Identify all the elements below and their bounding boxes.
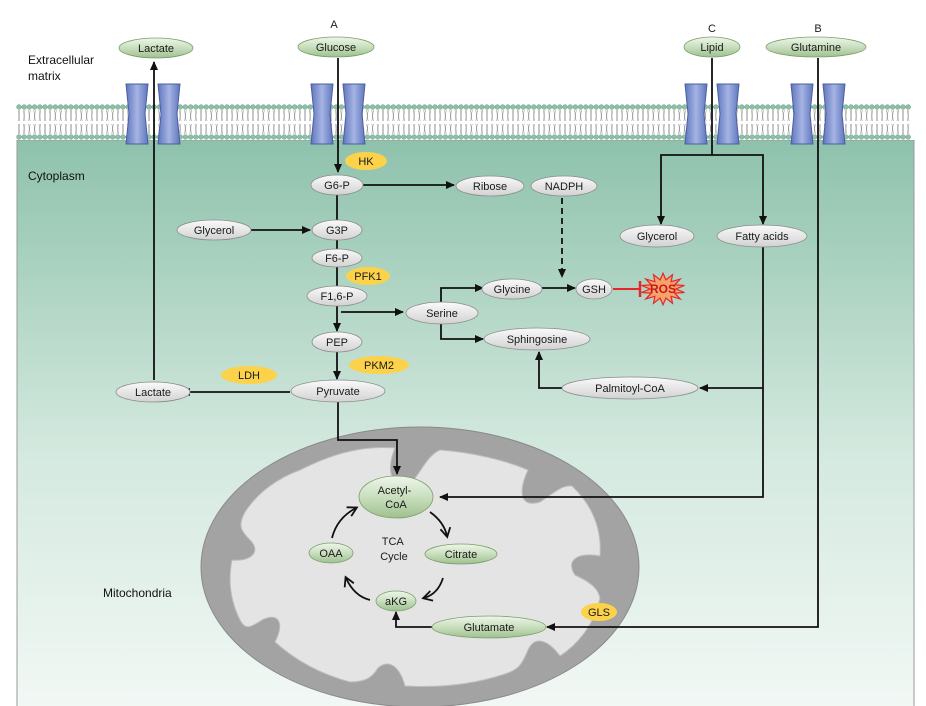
transporter-glucose	[310, 83, 366, 145]
svg-text:Lactate: Lactate	[138, 43, 174, 55]
svg-text:Glucose: Glucose	[316, 42, 356, 54]
node-g3p: G3P	[311, 219, 363, 241]
node-lipid: Lipid	[683, 36, 741, 58]
label-mitochondria: Mitochondria	[103, 586, 172, 600]
svg-text:Fatty acids: Fatty acids	[735, 231, 789, 243]
node-akg: aKG	[375, 590, 417, 612]
node-f16p: F1,6-P	[306, 285, 368, 307]
node-gsh: GSH	[575, 278, 613, 300]
svg-text:Lactate: Lactate	[135, 387, 171, 399]
svg-text:Pyruvate: Pyruvate	[316, 386, 359, 398]
node-ribose: Ribose	[455, 175, 525, 197]
svg-text:Lipid: Lipid	[700, 42, 723, 54]
svg-text:Palmitoyl-CoA: Palmitoyl-CoA	[595, 383, 665, 395]
svg-text:GLS: GLS	[588, 607, 610, 619]
pathway-letter-c: C	[708, 23, 716, 35]
transporter-glutamine	[790, 83, 846, 145]
arrow-pyruvate-to-acetylcoa	[337, 402, 401, 475]
arrow-acetylcoa-to-citrate	[429, 511, 452, 539]
pathway-connectors	[150, 58, 819, 631]
node-pep: PEP	[311, 331, 363, 353]
svg-text:Serine: Serine	[426, 308, 458, 320]
enzyme-ldh: LDH	[221, 366, 277, 384]
svg-text:F1,6-P: F1,6-P	[320, 291, 353, 303]
ros-burst: ROS	[641, 271, 685, 307]
node-g6p: G6-P	[310, 174, 364, 196]
ros-label: ROS	[650, 282, 676, 296]
node-lactate-in: Lactate	[115, 381, 191, 403]
pathway-letter-b: B	[814, 23, 821, 35]
pathway-letter-a: A	[330, 19, 338, 31]
node-glucose: Glucose	[297, 36, 375, 58]
svg-text:LDH: LDH	[238, 370, 260, 382]
node-glutamine: Glutamine	[765, 36, 867, 58]
node-sphingosine: Sphingosine	[483, 327, 591, 351]
arrow-akg-to-oaa	[343, 575, 371, 601]
arrow-oaa-to-acetylcoa	[331, 506, 359, 539]
svg-text:PKM2: PKM2	[364, 360, 394, 372]
tca-cycle-label: TCA Cycle	[380, 536, 408, 563]
arrow-lipid-to-fattyacids	[712, 154, 767, 225]
svg-text:G6-P: G6-P	[324, 180, 350, 192]
svg-text:Glutamine: Glutamine	[791, 42, 841, 54]
cell-membrane	[16, 103, 914, 140]
enzyme-gls: GLS	[581, 603, 617, 621]
arrow-glutamate-to-akg	[392, 611, 432, 628]
node-serine: Serine	[405, 301, 479, 325]
enzyme-pfk1: PFK1	[346, 267, 390, 285]
svg-text:HK: HK	[358, 156, 374, 168]
node-f6p: F6-P	[311, 248, 363, 268]
node-palmitoyl-coa: Palmitoyl-CoA	[561, 376, 699, 400]
node-acetyl-coa: Acetyl- CoA	[358, 475, 434, 519]
svg-text:Glycerol: Glycerol	[637, 231, 677, 243]
arrow-palmitoylcoa-to-sphingosine	[535, 351, 562, 389]
tca-cycle-arrows	[331, 506, 452, 602]
node-glycerol-left: Glycerol	[176, 219, 252, 241]
svg-text:Glycine: Glycine	[494, 284, 531, 296]
svg-text:Acetyl- CoA: Acetyl- CoA	[378, 485, 415, 511]
node-pyruvate: Pyruvate	[290, 379, 386, 403]
label-extracellular-matrix: Extracellular matrix	[28, 53, 97, 83]
node-fatty-acids: Fatty acids	[716, 224, 808, 248]
svg-text:Ribose: Ribose	[473, 181, 507, 193]
svg-text:NADPH: NADPH	[545, 181, 584, 193]
svg-text:GSH: GSH	[582, 284, 606, 296]
mitochondrion	[200, 426, 640, 706]
arrow-glutamine-to-glutamate	[546, 58, 819, 631]
svg-text:Glycerol: Glycerol	[194, 225, 234, 237]
arrow-lipid-to-glycerol	[657, 154, 712, 225]
svg-text:F6-P: F6-P	[325, 253, 349, 265]
node-nadph: NADPH	[530, 175, 598, 197]
node-lactate-out: Lactate	[118, 37, 194, 59]
svg-text:aKG: aKG	[385, 596, 407, 608]
svg-text:Glutamate: Glutamate	[464, 622, 515, 634]
node-glycerol-right: Glycerol	[619, 224, 695, 248]
node-citrate: Citrate	[424, 543, 498, 565]
node-glutamate: Glutamate	[431, 615, 547, 639]
transporter-lactate	[125, 83, 181, 145]
label-cytoplasm: Cytoplasm	[28, 169, 85, 183]
arrow-serine-to-sphingosine	[440, 323, 484, 343]
transporter-lipid	[684, 83, 740, 145]
svg-text:Citrate: Citrate	[445, 549, 477, 561]
node-glycine: Glycine	[481, 278, 543, 300]
svg-text:OAA: OAA	[319, 548, 343, 560]
svg-text:PEP: PEP	[326, 337, 348, 349]
svg-text:Sphingosine: Sphingosine	[507, 334, 568, 346]
arrow-fattyacids-to-acetylcoa	[439, 246, 764, 501]
arrow-serine-to-glycine	[440, 284, 484, 303]
svg-text:PFK1: PFK1	[354, 271, 382, 283]
gsh-ros-inhibition	[613, 281, 642, 297]
node-oaa: OAA	[308, 542, 354, 564]
arrow-citrate-to-akg	[421, 577, 444, 602]
svg-text:G3P: G3P	[326, 225, 348, 237]
enzyme-pkm2: PKM2	[349, 356, 409, 374]
enzyme-hk: HK	[345, 152, 387, 170]
